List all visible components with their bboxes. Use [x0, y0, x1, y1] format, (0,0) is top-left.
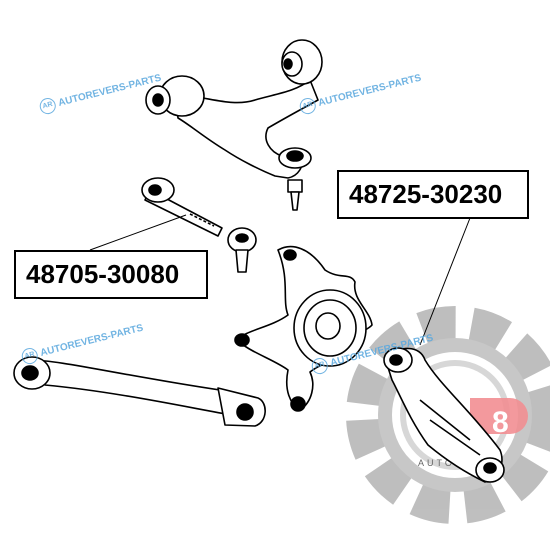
part-number-label: 48705-30080 — [14, 250, 208, 299]
leader-line-48705 — [89, 214, 187, 251]
lateral-link — [141, 177, 257, 273]
gear-logo-letter: 8 — [492, 406, 509, 439]
lower-control-arm — [383, 347, 505, 483]
gear-logo-text: AUTO — [418, 458, 455, 468]
leader-line-48725 — [419, 217, 471, 346]
trailing-arm — [13, 356, 266, 427]
gear-logo-icon — [346, 306, 550, 524]
steering-knuckle — [234, 245, 373, 412]
part-number-label: 48725-30230 — [337, 170, 529, 219]
upper-control-arm — [145, 39, 323, 211]
